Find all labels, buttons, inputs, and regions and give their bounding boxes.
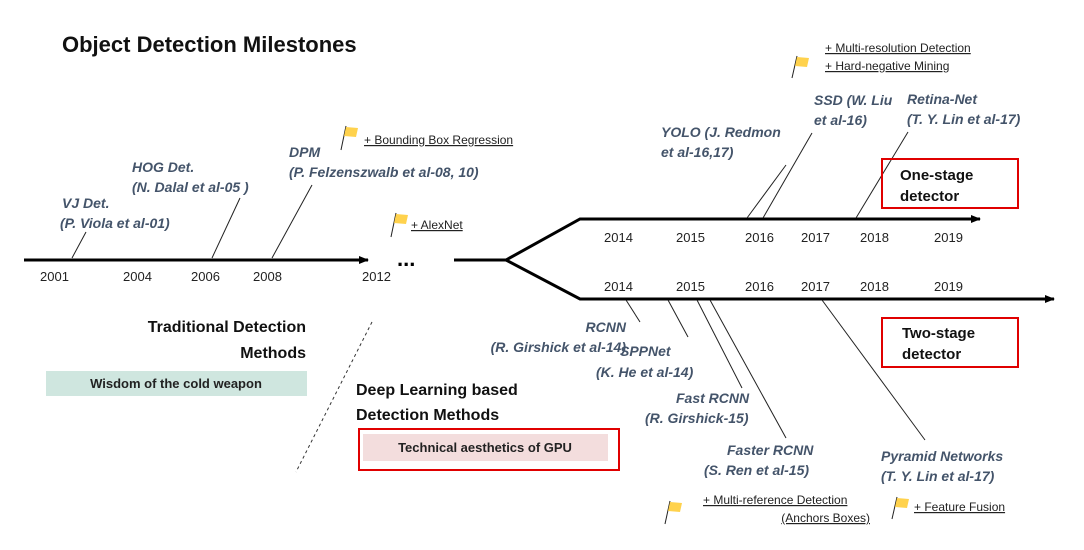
- note-feature-fusion: + Feature Fusion: [914, 500, 1005, 514]
- two-stage-year-2017: 2017: [801, 279, 830, 294]
- cold-weapon-badge: [46, 371, 307, 396]
- gpu-badge-text: Technical aesthetics of GPU: [398, 440, 572, 455]
- traditional-heading-line1: Traditional Detection: [148, 319, 306, 336]
- flag-icon: [791, 55, 809, 79]
- ssd-pointer-line: [762, 132, 813, 219]
- one-stage-label-line2: detector: [900, 188, 959, 205]
- two-stage-label-box: [881, 317, 1019, 368]
- note-multi-reference: + Multi-reference Detection: [703, 493, 847, 507]
- method-ssd-author: et al-16): [814, 112, 867, 128]
- flag-icon: [340, 125, 358, 151]
- method-vj-author: (P. Viola et al-01): [60, 215, 170, 231]
- yolo-pointer-line: [746, 164, 787, 219]
- method-rcnn-author: (R. Girshick et al-14): [491, 339, 627, 355]
- year-label-2004: 2004: [123, 269, 152, 284]
- note-multi-resolution: + Multi-resolution Detection: [825, 41, 971, 55]
- year-label-2008: 2008: [253, 269, 282, 284]
- faster-rcnn-pointer-line: [709, 299, 787, 439]
- era-divider-dashed: [295, 321, 373, 473]
- page-title: Object Detection Milestones: [62, 32, 357, 57]
- method-fast-rcnn-author: (R. Girshick-15): [645, 410, 749, 426]
- method-fpn-author: (T. Y. Lin et al-17): [881, 468, 995, 484]
- two-stage-year-2016: 2016: [745, 279, 774, 294]
- method-dpm-author: (P. Felzenszwalb et al-08, 10): [289, 164, 479, 180]
- year-label-2001: 2001: [40, 269, 69, 284]
- note-alexnet: + AlexNet: [411, 218, 463, 232]
- deep-heading-line2: Detection Methods: [356, 407, 499, 424]
- method-retinanet-author: (T. Y. Lin et al-17): [907, 111, 1021, 127]
- method-dpm-name: DPM: [289, 144, 320, 160]
- method-sppnet-author: (K. He et al-14): [596, 364, 694, 380]
- method-ssd-name: SSD (W. Liu: [814, 92, 893, 108]
- method-sppnet-name: SPPNet: [620, 343, 672, 359]
- two-stage-label-line1: Two-stage: [902, 325, 975, 342]
- fpn-pointer-line: [821, 299, 926, 441]
- two-stage-year-2014: 2014: [604, 279, 633, 294]
- one-stage-year-2015: 2015: [676, 230, 705, 245]
- one-stage-year-2019: 2019: [934, 230, 963, 245]
- two-stage-year-2018: 2018: [860, 279, 889, 294]
- flag-icon: [891, 496, 909, 520]
- note-bounding-box-regression: + Bounding Box Regression: [364, 133, 513, 147]
- note-anchor-boxes: (Anchors Boxes): [781, 511, 870, 525]
- sppnet-pointer-line: [667, 299, 689, 338]
- hog-pointer-line: [211, 197, 241, 259]
- method-faster-rcnn-name: Faster RCNN: [727, 442, 814, 458]
- method-hog-author: (N. Dalal et al-05 ): [132, 179, 249, 195]
- method-yolo-author: et al-16,17): [661, 144, 734, 160]
- flag-icon: [390, 212, 408, 238]
- one-stage-year-2017: 2017: [801, 230, 830, 245]
- method-fast-rcnn-name: Fast RCNN: [676, 390, 750, 406]
- one-stage-label-line1: One-stage: [900, 167, 973, 184]
- deep-heading-line1: Deep Learning based: [356, 382, 518, 399]
- method-fpn-name: Pyramid Networks: [881, 448, 1003, 464]
- timeline-ellipsis: ...: [397, 246, 415, 271]
- one-stage-year-2018: 2018: [860, 230, 889, 245]
- gpu-highlight-box: [358, 428, 620, 471]
- fast-rcnn-pointer-line: [696, 299, 743, 389]
- one-stage-label-box: [881, 158, 1019, 209]
- two-stage-label-line2: detector: [902, 346, 961, 363]
- year-label-2006: 2006: [191, 269, 220, 284]
- two-stage-year-2015: 2015: [676, 279, 705, 294]
- dpm-pointer-line: [271, 184, 313, 259]
- method-rcnn-name: RCNN: [586, 319, 627, 335]
- flag-icon: [664, 500, 682, 525]
- year-label-2012: 2012: [362, 269, 391, 284]
- method-faster-rcnn-author: (S. Ren et al-15): [704, 462, 809, 478]
- one-stage-timeline-axis: [505, 215, 981, 262]
- two-stage-timeline-axis: [505, 258, 1055, 303]
- method-hog-name: HOG Det.: [132, 159, 194, 175]
- vj-pointer-line: [71, 231, 87, 259]
- method-yolo-name: YOLO (J. Redmon: [661, 124, 781, 140]
- traditional-heading-line2: Methods: [240, 345, 306, 362]
- method-vj-name: VJ Det.: [62, 195, 109, 211]
- note-hard-negative-mining: + Hard-negative Mining: [825, 59, 949, 73]
- one-stage-year-2016: 2016: [745, 230, 774, 245]
- rcnn-pointer-line: [625, 299, 641, 323]
- one-stage-year-2014: 2014: [604, 230, 633, 245]
- method-retinanet-name: Retina-Net: [907, 91, 978, 107]
- two-stage-year-2019: 2019: [934, 279, 963, 294]
- cold-weapon-badge-text: Wisdom of the cold weapon: [90, 376, 262, 391]
- gpu-badge: [363, 434, 608, 461]
